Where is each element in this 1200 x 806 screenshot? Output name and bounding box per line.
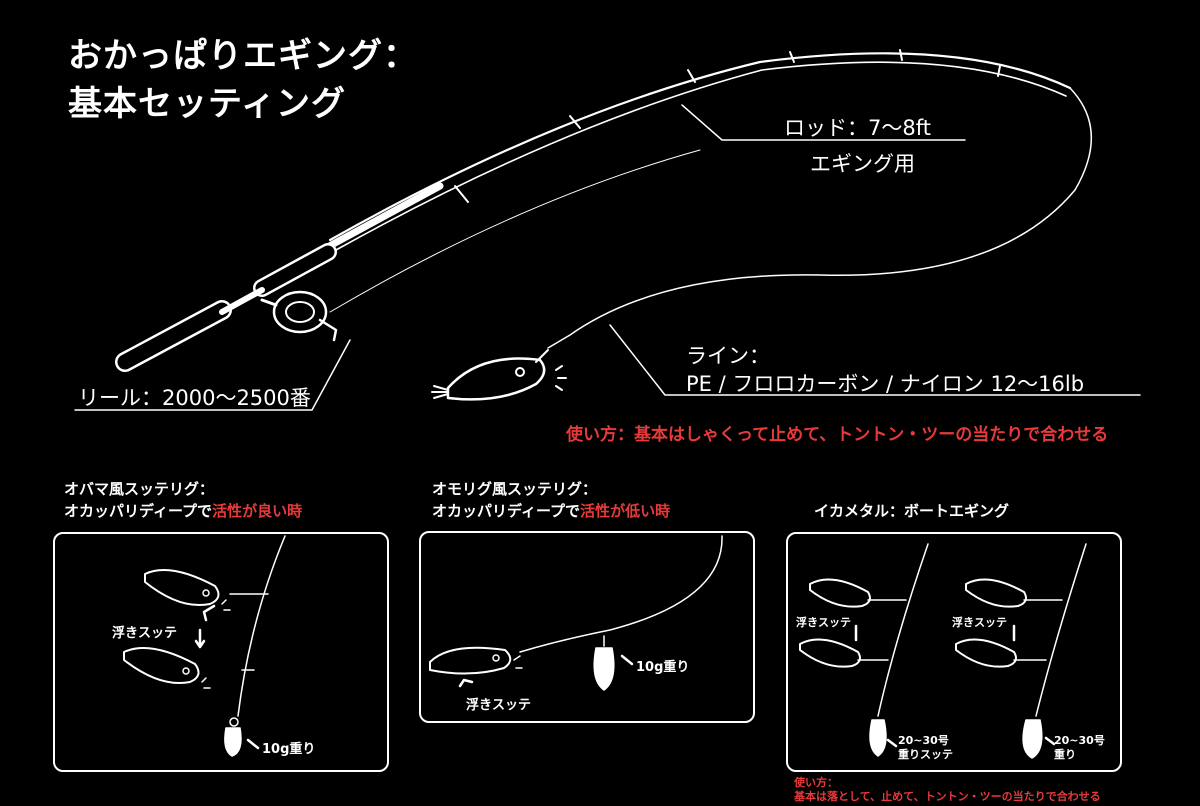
rear-grip-fill bbox=[117, 302, 230, 370]
fore-grip-fill bbox=[255, 245, 335, 295]
p2-weight bbox=[593, 647, 615, 691]
reel-spool bbox=[272, 290, 328, 334]
section2-heading-prefix: オカッパリディープで bbox=[432, 502, 581, 520]
egi-lure-body bbox=[446, 357, 546, 401]
p3-usage-line1: 使い方： bbox=[794, 776, 838, 789]
rod-guide-5 bbox=[899, 49, 903, 61]
p3b-weight-label: 20~30号 重り bbox=[1054, 734, 1105, 762]
rod-blank-lower bbox=[335, 61, 1067, 251]
section3-heading: イカメタル：ボートエギング bbox=[814, 502, 1010, 520]
p1-arrow-upper bbox=[202, 604, 216, 622]
rod-guide-2 bbox=[569, 115, 581, 129]
rod-guide-1 bbox=[454, 185, 469, 203]
panel-omorig-rig bbox=[419, 531, 755, 723]
line-heading-label: ライン： bbox=[686, 344, 770, 368]
p3a-weight-line2: 重りスッテ bbox=[898, 748, 953, 761]
panel-obama-rig bbox=[53, 532, 389, 772]
p2-sutte-eye bbox=[492, 654, 500, 662]
p3b-sutte-lower bbox=[955, 638, 1017, 668]
section2-heading: オモリグ風スッテリグ： オカッパリディープで活性が低い時 bbox=[432, 478, 670, 522]
reel-spec-label: リール：2000〜2500番 bbox=[78, 386, 311, 410]
p1-weight-arrow bbox=[246, 738, 260, 750]
section2-heading-line1: オモリグ風スッテリグ： bbox=[432, 480, 598, 498]
egi-lure-snap bbox=[535, 349, 549, 363]
reel-label-leader bbox=[74, 339, 351, 411]
p3b-weight bbox=[1022, 719, 1043, 759]
section2-heading-line2: オカッパリディープで活性が低い時 bbox=[432, 500, 670, 522]
p3b-sutte-upper bbox=[965, 578, 1027, 608]
reel-spool-inner bbox=[285, 301, 315, 323]
egi-lure-jig-head bbox=[431, 385, 449, 399]
p3a-weight-label: 20~30号 重りスッテ bbox=[898, 734, 953, 762]
p2-sutte bbox=[429, 646, 512, 675]
p3a-weight-line1: 20~30号 bbox=[898, 734, 949, 747]
egi-lure-eye bbox=[515, 367, 525, 377]
rod-blank-upper bbox=[328, 52, 1072, 242]
page-title-line1: おかっぱりエギング： bbox=[68, 36, 418, 76]
p3-usage-line2: 基本は落として、止めて、トントン・ツーの当たりで合わせる bbox=[794, 790, 1101, 803]
p3b-main-line bbox=[1035, 543, 1087, 717]
line-from-reel bbox=[329, 149, 701, 313]
rod-spec-label: ロッド：7〜8ft bbox=[784, 116, 931, 140]
usage-main-note: 使い方：基本はしゃくって止めて、トントン・ツーの当たりで合わせる bbox=[566, 425, 1109, 445]
line-label-leader bbox=[609, 324, 1141, 396]
p2-main-line bbox=[519, 535, 723, 653]
rod-guide-3 bbox=[687, 69, 696, 83]
rod-guide-6 bbox=[997, 65, 1001, 77]
reel-seat bbox=[219, 287, 265, 315]
p1-sutte-upper-eye bbox=[202, 589, 210, 597]
p1-sutte-upper-marks bbox=[221, 599, 231, 611]
main-fishing-line bbox=[547, 87, 1093, 349]
section1-heading-line2: オカッパリディープで活性が良い時 bbox=[64, 500, 302, 522]
p3a-weight-sutte bbox=[869, 719, 887, 757]
p3b-float-label: 浮きスッテ bbox=[952, 616, 1007, 629]
page-title-line2: 基本セッティング bbox=[68, 84, 346, 124]
p1-sutte-upper bbox=[144, 569, 220, 606]
p3a-sutte-lower bbox=[799, 638, 861, 668]
panel-ikametal bbox=[786, 532, 1122, 772]
p3b-weight-line1: 20~30号 bbox=[1054, 734, 1105, 747]
p2-float-arrow bbox=[458, 678, 474, 688]
p1-arrow-down bbox=[194, 628, 206, 649]
p1-float-label: 浮きスッテ bbox=[112, 626, 178, 641]
reel-handle bbox=[318, 318, 338, 342]
p1-sutte-lower-marks bbox=[201, 677, 211, 689]
p3-usage-note: 使い方： 基本は落として、止めて、トントン・ツーの当たりで合わせる bbox=[794, 776, 1101, 804]
section2-heading-highlight: 活性が低い時 bbox=[580, 502, 671, 520]
p3b-weight-arrow bbox=[1044, 736, 1056, 746]
section1-heading-prefix: オカッパリディープで bbox=[64, 502, 213, 520]
p1-sutte-lower bbox=[123, 647, 200, 684]
section1-heading-line1: オバマ風スッテリグ： bbox=[64, 480, 215, 498]
section1-heading-highlight: 活性が良い時 bbox=[212, 502, 303, 520]
p2-float-label: 浮きスッテ bbox=[466, 698, 532, 713]
rod-label-leader bbox=[681, 104, 966, 141]
rod-type-label: エギング用 bbox=[810, 152, 915, 176]
p2-weight-label: 10g重り bbox=[636, 660, 690, 675]
p1-sutte-lower-eye bbox=[182, 667, 190, 675]
p2-weight-arrow bbox=[620, 654, 634, 666]
reel-foot bbox=[260, 298, 278, 307]
p1-weight-label: 10g重り bbox=[262, 742, 316, 757]
p3a-float-label: 浮きスッテ bbox=[796, 616, 851, 629]
p2-sutte-marks bbox=[513, 655, 523, 669]
p1-weight-ring bbox=[229, 717, 239, 727]
p3a-sutte-upper bbox=[809, 578, 871, 608]
p3a-weight-arrow bbox=[886, 738, 898, 748]
p3b-weight-line2: 重り bbox=[1054, 748, 1076, 761]
p3a-main-line bbox=[877, 543, 929, 717]
egi-lure-action-marks bbox=[555, 365, 567, 391]
line-spec-label: PE / フロロカーボン / ナイロン 12〜16lb bbox=[686, 372, 1085, 396]
section1-heading: オバマ風スッテリグ： オカッパリディープで活性が良い時 bbox=[64, 478, 302, 522]
p1-weight bbox=[224, 727, 242, 757]
rod-guide-4 bbox=[789, 51, 795, 63]
p1-main-line bbox=[237, 535, 286, 717]
